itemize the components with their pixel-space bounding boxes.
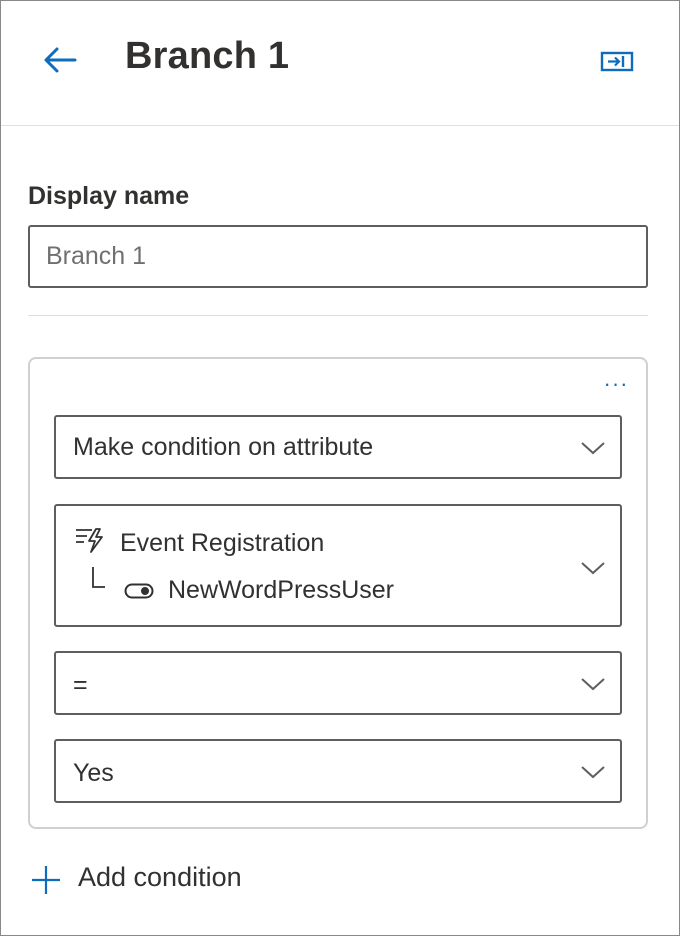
add-condition-button[interactable]: Add condition bbox=[28, 858, 288, 898]
panel-collapse-icon bbox=[600, 51, 634, 72]
display-name-input[interactable] bbox=[28, 225, 648, 288]
collapse-panel-button[interactable] bbox=[597, 47, 637, 77]
condition-card bbox=[28, 357, 648, 829]
chevron-down-icon bbox=[581, 678, 605, 691]
arrow-left-icon bbox=[44, 47, 77, 73]
value-dropdown[interactable]: Yes bbox=[54, 739, 622, 803]
tree-branch-icon bbox=[92, 567, 105, 588]
back-button[interactable] bbox=[39, 41, 83, 81]
event-trigger-icon bbox=[76, 528, 103, 553]
attribute-name: NewWordPressUser bbox=[168, 576, 394, 604]
chevron-down-icon bbox=[581, 562, 605, 575]
plus-icon bbox=[32, 866, 60, 894]
operator-value: = bbox=[73, 671, 88, 699]
add-condition-label: Add condition bbox=[78, 862, 242, 892]
chevron-down-icon bbox=[581, 442, 605, 455]
panel-header: Branch 1 bbox=[1, 1, 679, 126]
attribute-dropdown[interactable]: Event Registration NewWordPressUser bbox=[54, 504, 622, 627]
toggle-icon bbox=[124, 583, 154, 599]
section-divider bbox=[28, 315, 648, 316]
condition-type-dropdown[interactable]: Make condition on attribute bbox=[54, 415, 622, 479]
more-options-button[interactable]: ··· bbox=[603, 371, 629, 396]
condition-type-value: Make condition on attribute bbox=[73, 433, 374, 461]
operator-dropdown[interactable]: = bbox=[54, 651, 622, 715]
entity-name: Event Registration bbox=[120, 529, 325, 557]
page-title: Branch 1 bbox=[125, 35, 290, 77]
display-name-label: Display name bbox=[28, 182, 190, 210]
condition-value: Yes bbox=[73, 759, 114, 787]
chevron-down-icon bbox=[581, 766, 605, 779]
